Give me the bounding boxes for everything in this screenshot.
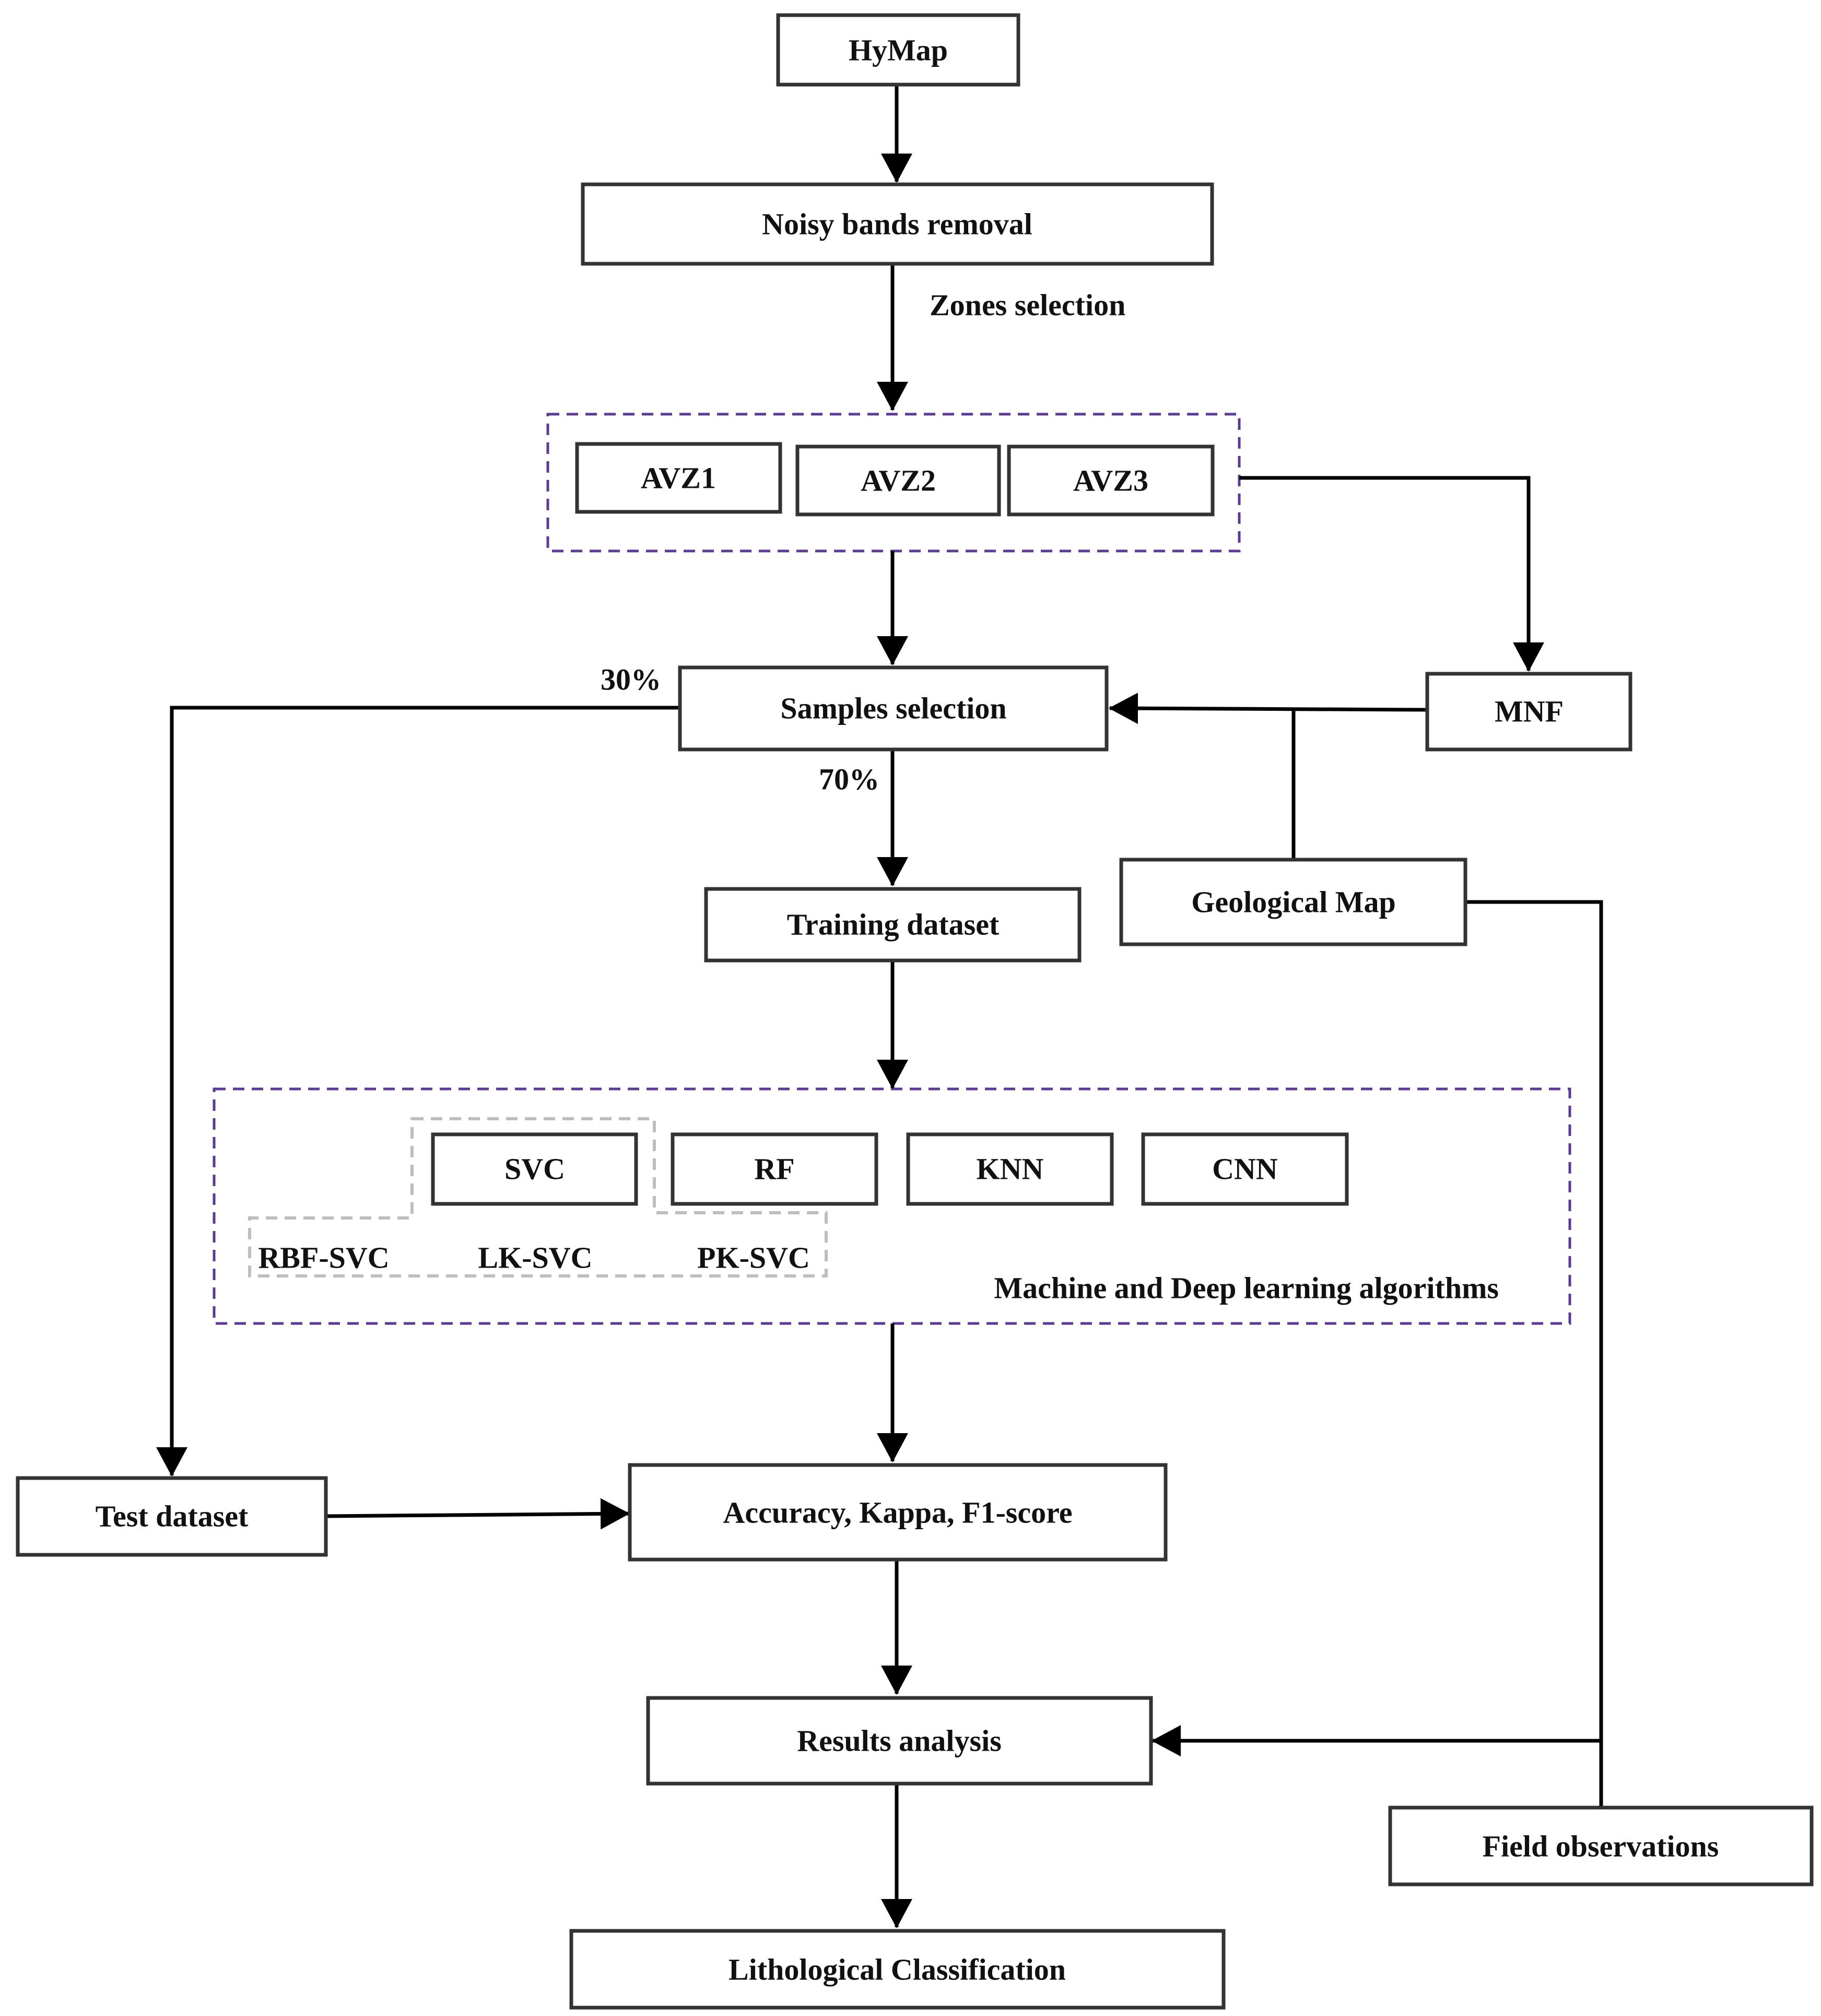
arrow-mnf-to-samples — [1109, 693, 1426, 724]
cnn-node: CNN — [1141, 1132, 1349, 1206]
mnf-label: MNF — [1495, 695, 1564, 729]
lk-svc-label: LK-SVC — [478, 1241, 592, 1275]
lithological-classification-label: Lithological Classification — [729, 1953, 1066, 1987]
hymap-label: HyMap — [849, 33, 948, 67]
samples-selection-label: Samples selection — [780, 691, 1006, 725]
zones-selection-label: Zones selection — [930, 288, 1125, 322]
rbf-svc-label: RBF-SVC — [258, 1241, 389, 1275]
test-dataset-node: Test dataset — [16, 1476, 328, 1557]
rf-label: RF — [754, 1152, 794, 1186]
pk-svc-label: PK-SVC — [697, 1241, 810, 1275]
train-split-label: 70% — [819, 763, 879, 796]
mnf-node: MNF — [1425, 672, 1632, 752]
avz1-label: AVZ1 — [641, 461, 716, 495]
avz1-node: AVZ1 — [575, 442, 782, 514]
cnn-label: CNN — [1212, 1152, 1278, 1186]
knn-label: KNN — [977, 1152, 1044, 1186]
metrics-label: Accuracy, Kappa, F1-score — [723, 1496, 1072, 1530]
avz3-node: AVZ3 — [1007, 444, 1215, 517]
ml-algorithms-group — [213, 1087, 1571, 1325]
ml-group-label: Machine and Deep learning algorithms — [994, 1271, 1499, 1305]
lithological-classification-node: Lithological Classification — [569, 1929, 1226, 2010]
samples-selection-node: Samples selection — [678, 665, 1109, 752]
noisy-bands-removal-node: Noisy bands removal — [581, 182, 1214, 266]
field-observations-node: Field observations — [1388, 1806, 1814, 1886]
svc-variants-group — [248, 1117, 828, 1277]
hymap-node: HyMap — [776, 13, 1020, 87]
training-dataset-node: Training dataset — [704, 887, 1082, 963]
test-split-label: 30% — [601, 663, 661, 697]
avz3-label: AVZ3 — [1073, 464, 1148, 498]
noisy-bands-removal-label: Noisy bands removal — [762, 207, 1032, 241]
svc-label: SVC — [504, 1152, 565, 1186]
arrow-samples-to-test — [156, 706, 680, 1476]
test-dataset-label: Test dataset — [96, 1499, 249, 1533]
training-dataset-label: Training dataset — [787, 908, 1000, 942]
arrow-test-to-metrics — [325, 1498, 630, 1530]
results-analysis-node: Results analysis — [646, 1696, 1153, 1786]
svc-node: SVC — [431, 1132, 638, 1206]
arrow-zones-to-mnf — [1239, 476, 1544, 672]
metrics-node: Accuracy, Kappa, F1-score — [628, 1463, 1168, 1562]
arrow-geomap-fieldobs-to-results — [1153, 900, 1603, 1806]
avz2-node: AVZ2 — [795, 444, 1001, 517]
geological-map-node: Geological Map — [1119, 858, 1467, 946]
avz2-label: AVZ2 — [861, 464, 936, 498]
field-observations-label: Field observations — [1483, 1830, 1719, 1863]
results-analysis-label: Results analysis — [797, 1724, 1002, 1758]
geological-map-label: Geological Map — [1191, 885, 1395, 919]
knn-node: KNN — [906, 1132, 1114, 1206]
rf-node: RF — [671, 1132, 878, 1206]
